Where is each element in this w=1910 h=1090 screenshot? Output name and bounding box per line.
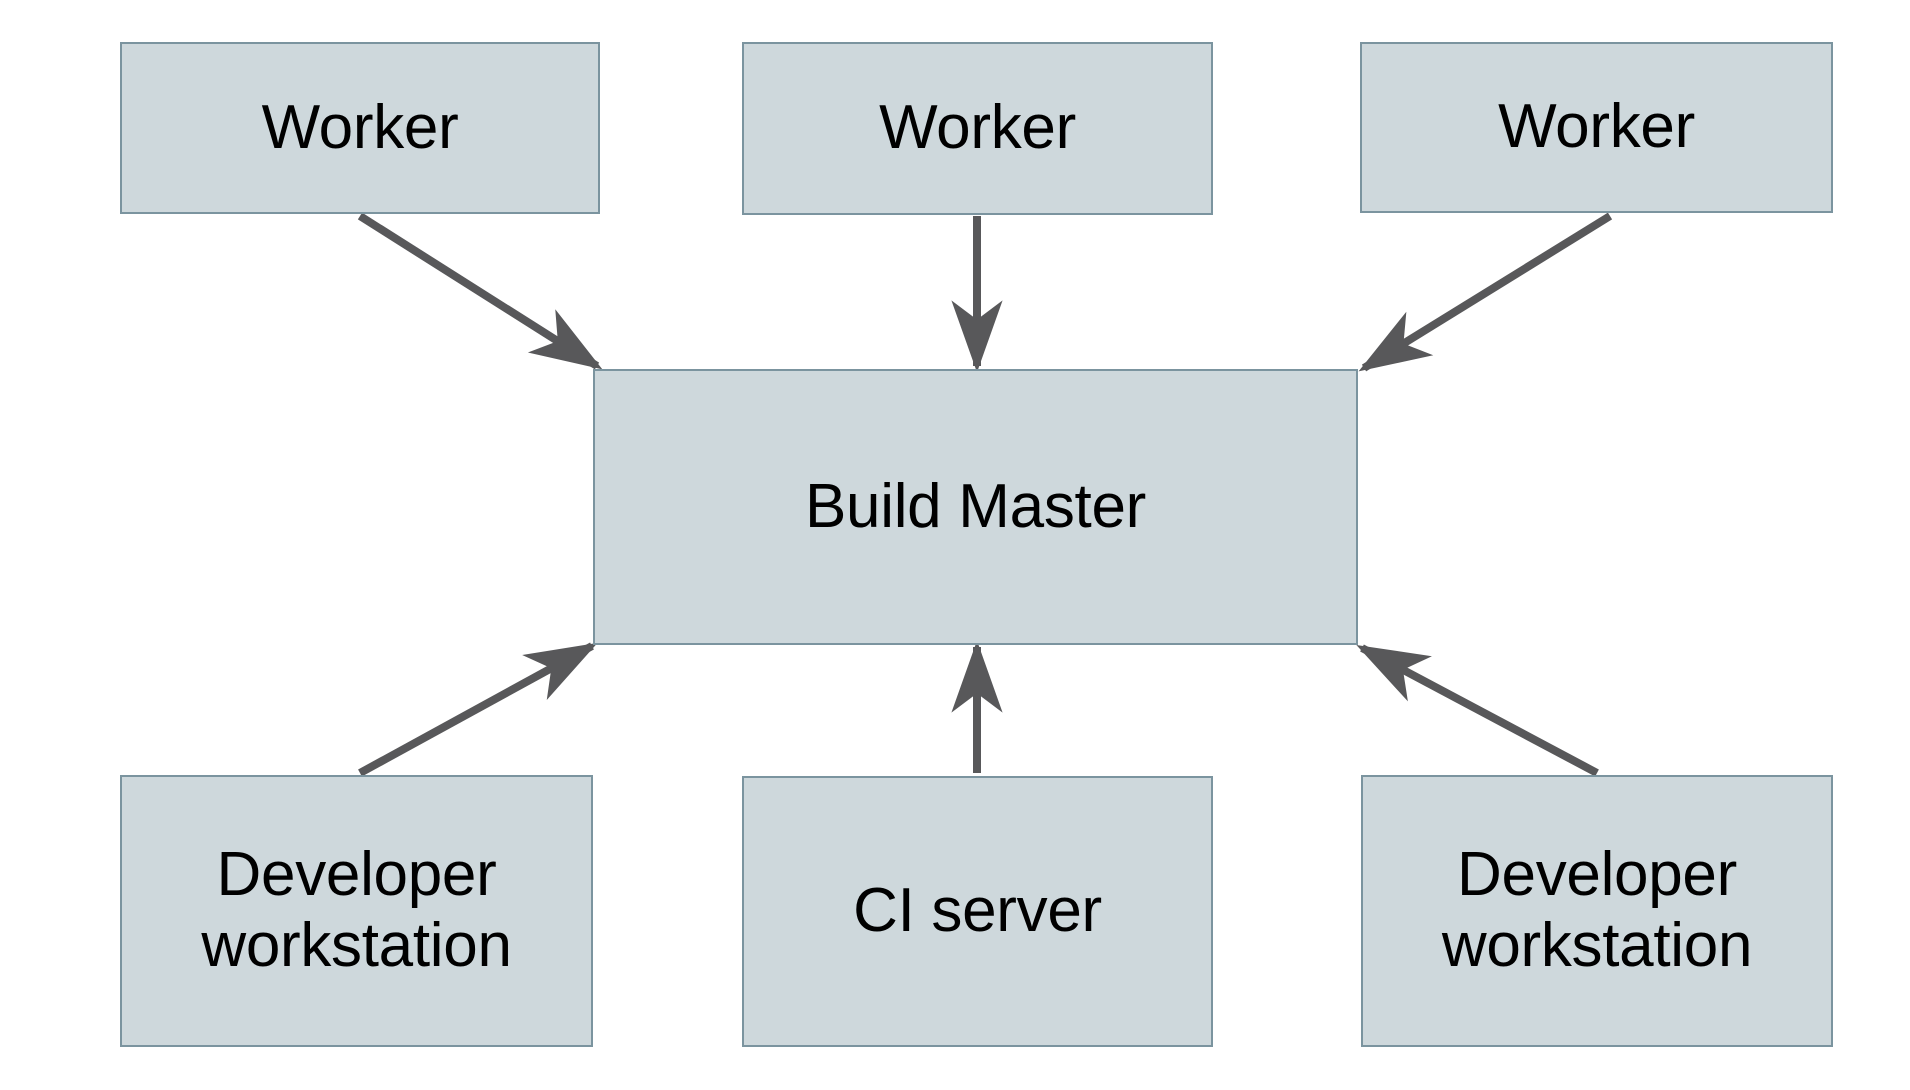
node-label: CI server (853, 876, 1102, 946)
node-build-master[interactable]: Build Master (593, 369, 1358, 645)
node-worker-1[interactable]: Worker (120, 42, 600, 214)
node-label: Worker (879, 93, 1076, 163)
node-developer-workstation-left[interactable]: Developer workstation (120, 775, 593, 1047)
edge-worker1-to-master (357, 212, 603, 370)
node-developer-workstation-right[interactable]: Developer workstation (1361, 775, 1833, 1047)
node-worker-2[interactable]: Worker (742, 42, 1213, 215)
edge-worker3-to-master (1358, 212, 1613, 372)
node-label: Build Master (805, 471, 1146, 541)
node-label: Developer workstation (201, 840, 512, 980)
edge-devws2-to-master (1356, 644, 1599, 777)
node-worker-3[interactable]: Worker (1360, 42, 1833, 213)
node-label: Worker (261, 92, 459, 162)
node-label: Developer workstation (1441, 840, 1753, 980)
node-label: Worker (1498, 92, 1695, 162)
node-ci-server[interactable]: CI server (742, 776, 1213, 1047)
edge-devws1-to-master (358, 642, 598, 777)
